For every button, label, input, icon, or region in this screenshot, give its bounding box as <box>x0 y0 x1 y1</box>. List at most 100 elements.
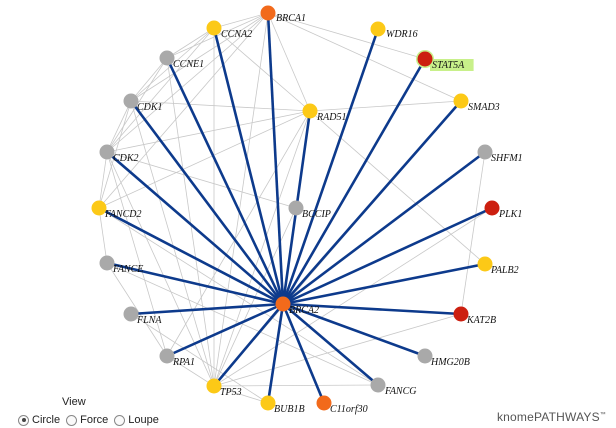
gene-node-fance[interactable]: FANCE <box>99 255 144 276</box>
view-option-label: Loupe <box>128 414 159 426</box>
node-label: TP53 <box>220 387 242 398</box>
gene-node-smad3[interactable]: SMAD3 <box>453 93 500 114</box>
node-circle[interactable] <box>453 93 469 109</box>
node-circle[interactable] <box>484 200 500 216</box>
interaction-edge <box>213 12 269 29</box>
node-circle[interactable] <box>477 144 493 160</box>
interaction-edge <box>267 12 311 112</box>
gene-node-tp53[interactable]: TP53 <box>206 378 242 399</box>
brand-logo: knomePATHWAYS™ <box>497 410 606 424</box>
node-label: BRCA1 <box>276 13 306 24</box>
brca2-edge <box>281 303 326 404</box>
gene-node-palb2[interactable]: PALB2 <box>477 256 519 277</box>
node-circle[interactable] <box>417 348 433 364</box>
interaction-edge <box>98 207 379 386</box>
gene-node-fancg[interactable]: FANCG <box>370 377 417 398</box>
interaction-edge <box>213 12 269 387</box>
interaction-edge <box>213 384 379 387</box>
node-circle[interactable] <box>123 306 139 322</box>
gene-node-flna[interactable]: FLNA <box>123 306 163 327</box>
interaction-edge <box>98 12 269 209</box>
node-circle[interactable] <box>477 256 493 272</box>
node-circle[interactable] <box>417 51 433 67</box>
interaction-edge <box>213 27 311 112</box>
gene-node-plk1[interactable]: PLK1 <box>484 200 523 221</box>
view-option-circle[interactable]: Circle <box>18 414 60 426</box>
node-circle[interactable] <box>316 395 332 411</box>
interaction-edge <box>267 12 426 60</box>
gene-node-cdk1[interactable]: CDK1 <box>123 93 163 114</box>
interaction-edge <box>130 313 269 404</box>
interaction-edge <box>106 110 311 153</box>
node-circle[interactable] <box>302 103 318 119</box>
brca2-edge <box>98 206 284 306</box>
node-circle[interactable] <box>260 395 276 411</box>
trademark: ™ <box>599 412 606 418</box>
node-label: FANCE <box>112 264 143 275</box>
brca2-edge <box>213 303 284 387</box>
gene-node-wdr16[interactable]: WDR16 <box>370 21 418 41</box>
gene-node-bccip[interactable]: BCCIP <box>288 200 331 221</box>
node-label: SMAD3 <box>468 102 500 113</box>
gene-node-kat2b[interactable]: KAT2B <box>453 306 497 327</box>
gene-node-shfm1[interactable]: SHFM1 <box>477 144 523 165</box>
gene-node-brca2[interactable]: BRCA2 <box>275 296 320 317</box>
gene-node-c11orf30[interactable]: C11orf30 <box>316 395 368 416</box>
node-circle[interactable] <box>159 348 175 364</box>
gene-node-hmg20b[interactable]: HMG20B <box>417 348 470 369</box>
node-circle[interactable] <box>123 93 139 109</box>
brca2-edges <box>98 12 493 404</box>
interaction-edge <box>106 151 215 387</box>
interaction-edge <box>106 27 215 153</box>
gene-node-stat5a[interactable]: STAT5A <box>416 50 474 71</box>
interaction-edge <box>166 12 269 59</box>
node-label: RPA1 <box>172 357 195 368</box>
node-label: KAT2B <box>466 315 496 326</box>
node-label: FLNA <box>136 315 162 326</box>
node-label: CDK1 <box>137 102 163 113</box>
brca2-edge <box>212 27 285 305</box>
view-option-force[interactable]: Force <box>66 414 108 426</box>
brca2-edge <box>166 302 284 358</box>
node-label: BCCIP <box>302 209 331 220</box>
gene-node-ccne1[interactable]: CCNE1 <box>159 50 205 71</box>
gene-node-rad51[interactable]: RAD51 <box>302 103 347 124</box>
node-circle[interactable] <box>91 200 107 216</box>
brca2-edge <box>282 262 486 306</box>
node-circle[interactable] <box>206 378 222 394</box>
node-circle[interactable] <box>99 144 115 160</box>
node-circle[interactable] <box>453 306 469 322</box>
view-title: View <box>62 396 86 408</box>
brca2-edge <box>266 303 285 404</box>
interaction-edge <box>130 100 311 112</box>
node-circle[interactable] <box>370 21 386 37</box>
radio-circle[interactable] <box>18 414 29 426</box>
gene-node-brca1[interactable]: BRCA1 <box>260 5 307 25</box>
node-circle[interactable] <box>260 5 276 21</box>
gene-node-fancd2[interactable]: FANCD2 <box>91 200 142 221</box>
view-options: Circle Force Loupe <box>18 414 159 426</box>
radio-force[interactable] <box>66 414 78 426</box>
node-circle[interactable] <box>159 50 175 66</box>
view-option-loupe[interactable]: Loupe <box>114 414 159 426</box>
node-label: RAD51 <box>316 112 346 123</box>
radio-loupe[interactable] <box>114 414 126 426</box>
gene-node-cdk2[interactable]: CDK2 <box>99 144 139 165</box>
node-circle[interactable] <box>99 255 115 271</box>
interaction-edge <box>130 100 215 387</box>
interaction-edge <box>166 27 215 59</box>
gene-node-ccna2[interactable]: CCNA2 <box>206 20 253 41</box>
node-label: WDR16 <box>386 29 418 40</box>
node-label: FANCG <box>384 386 417 397</box>
node-circle[interactable] <box>288 200 304 216</box>
interaction-edge <box>213 110 311 387</box>
gene-node-rpa1[interactable]: RPA1 <box>159 348 196 369</box>
node-label: PALB2 <box>490 265 519 276</box>
node-circle[interactable] <box>275 296 291 312</box>
interaction-edge <box>98 151 108 209</box>
gene-node-bub1b[interactable]: BUB1B <box>260 395 305 416</box>
node-circle[interactable] <box>370 377 386 393</box>
node-circle[interactable] <box>206 20 222 36</box>
node-label: STAT5A <box>432 60 465 71</box>
